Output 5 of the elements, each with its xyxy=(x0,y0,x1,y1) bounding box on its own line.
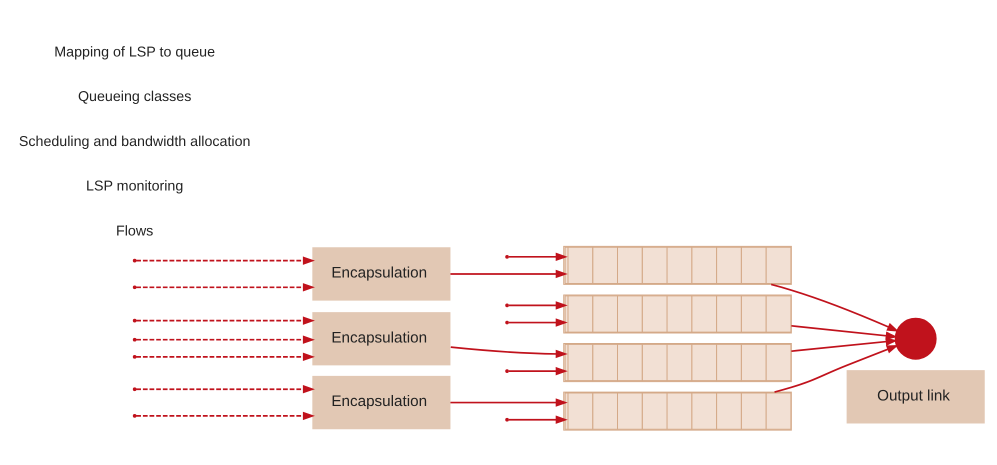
label: Flows xyxy=(116,222,154,239)
label: Scheduling and bandwidth allocation xyxy=(18,133,250,150)
label: Queueing classes xyxy=(78,88,192,105)
label: Mapping of LSP to queue xyxy=(54,44,216,60)
label: LSP monitoring xyxy=(86,178,184,194)
